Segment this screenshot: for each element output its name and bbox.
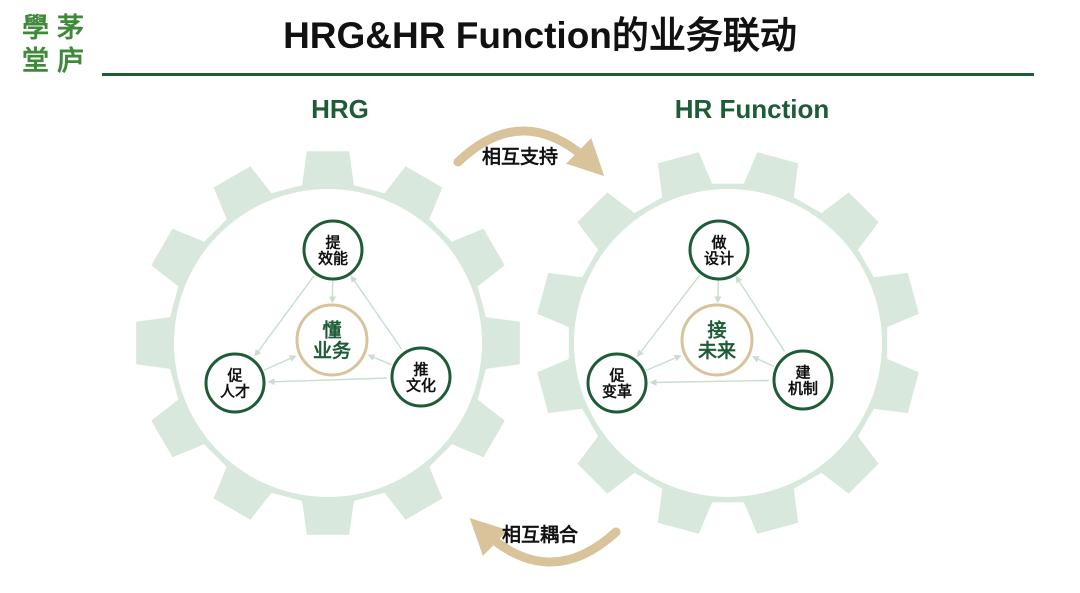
- logo-char: 庐: [57, 46, 84, 77]
- node-label: 变革: [602, 383, 632, 401]
- node-label: 人才: [220, 383, 250, 401]
- flow-arrow: [264, 355, 297, 371]
- node-circle-left: [586, 352, 648, 414]
- node-label: 促: [608, 366, 625, 384]
- node-label: 促: [226, 366, 243, 384]
- node-circle-left: [204, 352, 266, 414]
- flow-arrow: [735, 275, 786, 352]
- center-label: 懂: [322, 320, 341, 342]
- node-circle-top: [688, 219, 750, 281]
- flow-arrow: [752, 356, 775, 368]
- node-circle-top: [302, 219, 364, 281]
- node-label: 文化: [406, 377, 436, 395]
- node-circle-right: [390, 346, 452, 408]
- flow-arrow: [350, 275, 403, 350]
- link-label-top: 相互支持: [482, 145, 558, 168]
- flow-arrow: [254, 275, 315, 357]
- node-label: 推: [413, 360, 428, 378]
- center-label: 未来: [697, 339, 736, 362]
- link-arc-bottom: [469, 517, 621, 567]
- logo-char: 茅: [57, 13, 84, 44]
- gear-heading-hrg: HRG: [311, 94, 369, 124]
- flow-arrow: [367, 354, 392, 366]
- node-label: 机制: [788, 380, 818, 398]
- flow-arrow: [649, 378, 770, 386]
- flow-arrow: [714, 279, 722, 304]
- center-circle: [680, 303, 754, 377]
- node-label: 设计: [704, 250, 734, 268]
- node-label: 提: [325, 234, 341, 251]
- link-arc-top: [453, 126, 605, 177]
- logo: 學 茅 堂 庐: [18, 12, 88, 78]
- link-label-bottom: 相互耦合: [502, 523, 579, 546]
- title-underline: [102, 73, 1034, 76]
- center-label: 业务: [313, 339, 352, 362]
- node-label: 效能: [318, 250, 348, 268]
- flow-arrow: [646, 354, 682, 372]
- logo-char: 堂: [22, 46, 49, 77]
- flow-arrow: [267, 377, 388, 386]
- center-label: 接: [707, 320, 726, 342]
- node-circle-right: [772, 349, 834, 411]
- gear-heading-hr-function: HR Function: [675, 94, 830, 124]
- page-title: HRG&HR Function的业务联动: [283, 15, 797, 56]
- logo-char: 學: [22, 13, 49, 44]
- node-label: 做: [710, 233, 727, 251]
- center-circle: [295, 303, 369, 377]
- node-label: 建: [795, 363, 811, 381]
- flow-arrow: [636, 274, 701, 358]
